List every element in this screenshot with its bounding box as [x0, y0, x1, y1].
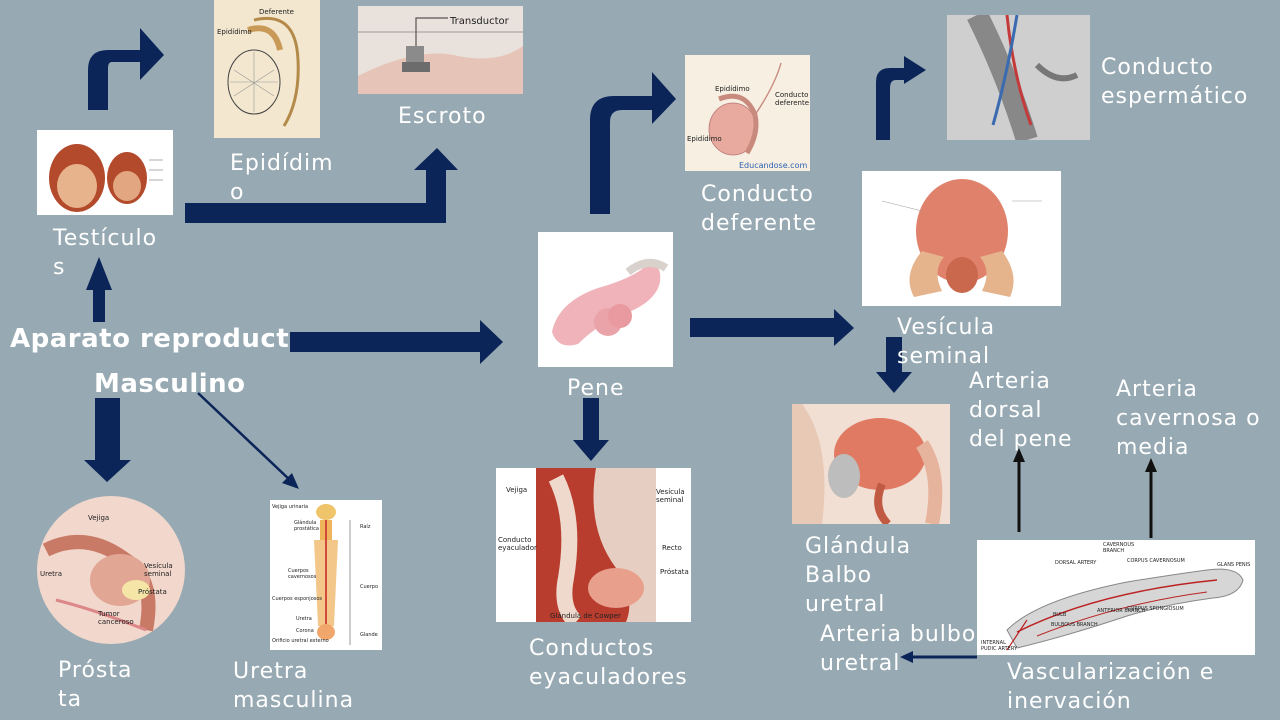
label-pene: Pene: [567, 376, 625, 401]
root-title-line2: Masculino: [94, 369, 246, 399]
label-vesicula-seminal: Vesícula seminal: [897, 315, 996, 369]
arrow-root-to-pene: [290, 320, 503, 364]
deferente-image-watermark: Educandose.com: [739, 161, 808, 170]
label-arteria-dorsal: Arteria dorsal del pene: [969, 369, 1073, 452]
uretra-label-3: Cuerpos cavernosos: [288, 568, 317, 580]
label-arteria-bulbo-uretral: Arteria bulbo uretral: [820, 622, 977, 676]
arrow-testiculos-to-epididimo: [88, 28, 164, 110]
uretra-label-7: Corona: [296, 628, 314, 634]
conducto-espermatico-image: [947, 15, 1090, 140]
escroto-image: Transductor: [358, 6, 523, 94]
label-conducto-deferente: Conducto deferente: [701, 182, 817, 236]
vasc-label-2: CORPUS CAVERNOSUM: [1127, 558, 1185, 564]
epididimo-image: Deferente Epidídimo: [214, 0, 320, 138]
label-conductos-eyaculadores: Conductos eyaculadores: [529, 636, 688, 690]
label-arteria-cavernosa: Arteria cavernosa o media: [1116, 377, 1261, 460]
eyac-label-conducto: Conducto eyaculador: [498, 536, 537, 552]
conductos-eyaculadores-image: Vejiga Vesícula seminal Conducto eyacula…: [496, 468, 691, 622]
vasc-label-6: BULB: [1053, 612, 1067, 618]
escroto-image-label-transductor: Transductor: [450, 16, 509, 27]
epididimo-image-label-deferente: Deferente: [259, 8, 294, 16]
pene-image: [538, 232, 673, 367]
vasc-label-7: BULBOUS BRANCH: [1051, 622, 1098, 628]
arrow-pene-to-eyaculadores: [573, 398, 609, 461]
epididimo-image-label-epididimo: Epidídimo: [217, 28, 252, 36]
vasc-label-0: CAVERNOUS BRANCH: [1103, 542, 1135, 554]
arrow-root-to-uretra: [197, 392, 293, 483]
root-title-line1: Aparato reproduct: [10, 324, 290, 354]
vasc-label-3: GLANS PENIS: [1217, 562, 1251, 568]
uretra-label-9: Orificio uretral externo: [272, 638, 329, 644]
label-glandula-bulbo-uretral: Glándula Balbo uretral: [805, 534, 912, 617]
prostata-label-tumor: Tumor canceroso: [98, 610, 134, 626]
uretra-label-0: Vejiga urinaria: [272, 504, 309, 510]
vasc-label-4: ANTERIOR BRANCH: [1097, 608, 1146, 614]
arrow-vesicula-to-glandula: [876, 337, 912, 393]
uretra-label-2: Raíz: [360, 524, 371, 530]
arrow-testiculos-to-escroto: [185, 148, 458, 223]
uretra-label-4: Cuerpo: [360, 584, 379, 590]
arrow-pene-to-deferente: [590, 72, 676, 214]
arrow-root-to-prostata: [84, 398, 131, 482]
vesicula-seminal-image: [862, 171, 1061, 306]
prostata-image: Vejiga Uretra Vesícula seminal Próstata …: [36, 490, 186, 650]
label-escroto: Escroto: [398, 104, 487, 129]
eyac-label-recto: Recto: [662, 544, 682, 552]
uretra-masculina-image: Vejiga urinaria Glándula prostática Raíz…: [270, 500, 382, 650]
glandula-bulbo-uretral-image: [792, 404, 950, 524]
label-testiculos: Testículo s: [53, 226, 158, 280]
deferente-image-label-conducto: Conducto deferente: [775, 91, 810, 107]
label-prostata: Prósta ta: [58, 658, 133, 712]
deferente-image-label-epididimo-2: Epidídimo: [687, 135, 722, 143]
uretra-label-5: Cuerpos esponjosos: [272, 596, 323, 602]
arrow-vesicula-to-espermatico: [876, 56, 926, 140]
eyac-label-vejiga: Vejiga: [506, 486, 528, 494]
prostata-label-vesicula: Vesícula seminal: [144, 562, 173, 578]
prostata-label-prostata: Próstata: [138, 588, 167, 596]
vasc-label-1: DORSAL ARTERY: [1055, 560, 1097, 566]
vasc-label-8: INTERNAL PUDIC ARTERY: [981, 640, 1018, 652]
prostata-label-uretra: Uretra: [40, 570, 63, 578]
deferente-image-label-epididimo: Epidídimo: [715, 85, 750, 93]
arrow-root-to-testiculos: [86, 257, 112, 322]
vascularizacion-image: CAVERNOUS BRANCH DORSAL ARTERY CORPUS CA…: [977, 540, 1255, 655]
label-conducto-espermatico: Conducto espermático: [1101, 55, 1249, 109]
label-epididimo: Epidídim o: [230, 151, 334, 205]
uretra-label-6: Uretra: [296, 616, 312, 622]
uretra-label-8: Glande: [360, 632, 378, 638]
conducto-deferente-image: Epidídimo Conducto deferente Epidídimo E…: [685, 55, 810, 171]
label-uretra-masculina: Uretra masculina: [233, 659, 355, 713]
label-vascularizacion: Vascularización e inervación: [1007, 660, 1215, 714]
eyac-label-prostata: Próstata: [660, 568, 689, 576]
arrow-pene-to-vesicula: [690, 309, 854, 346]
eyac-label-cowper: Glándula de Cowper: [550, 612, 621, 620]
vasc-label-5: CORPUS SPONGIOSUM: [1127, 606, 1184, 612]
prostata-label-vejiga: Vejiga: [88, 514, 110, 522]
uretra-label-1: Glándula prostática: [294, 520, 319, 532]
testiculos-image: [37, 130, 173, 215]
eyac-label-vesicula: Vesícula seminal: [656, 488, 685, 504]
